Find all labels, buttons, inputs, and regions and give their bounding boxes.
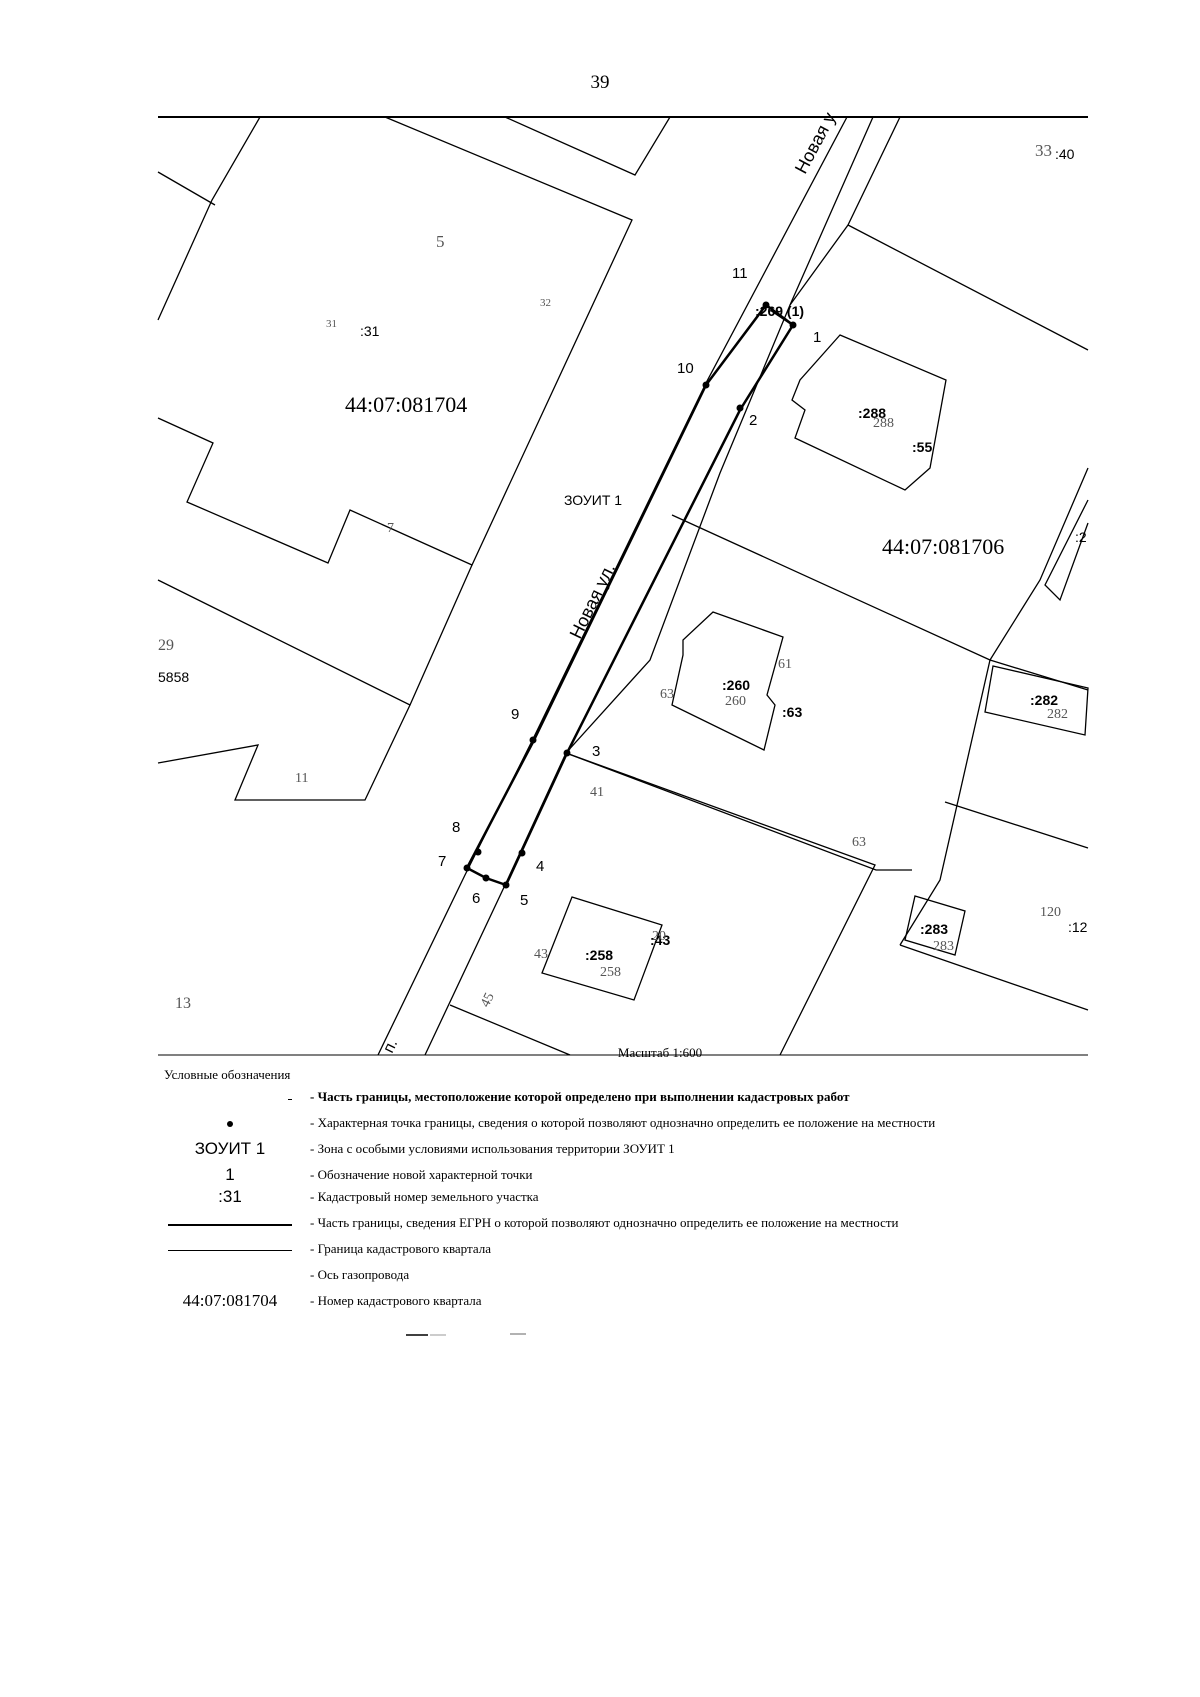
parcel-label-2: :2 xyxy=(1075,529,1087,545)
faint-label-61: 61 xyxy=(778,657,792,672)
legend-row-zone: ЗОУИТ 1 - Зона с особыми условиями испол… xyxy=(160,1137,1100,1163)
point-label-7: 7 xyxy=(438,853,446,870)
faint-labels: 5 31 32 7 11 13 288 260 63 61 41 43 258 … xyxy=(158,141,1068,1012)
point-dot-icon xyxy=(227,1121,233,1127)
parcel-label-55: :55 xyxy=(912,439,932,455)
legend-text: - Кадастровый номер земельного участка xyxy=(310,1189,539,1204)
legend-row-quarter-boundary: - Граница кадастрового квартала xyxy=(160,1237,1100,1263)
street-label-top: Новая у xyxy=(791,109,840,177)
parcel-label-40: :40 xyxy=(1055,146,1075,162)
legend-row-parcel-number: :31 - Кадастровый номер земельного участ… xyxy=(160,1185,1100,1211)
parcel-label-12: :12 xyxy=(1068,919,1088,935)
faint-label-5: 5 xyxy=(436,232,445,251)
faint-label-20: 20 xyxy=(652,929,666,944)
point-label-11: 11 xyxy=(732,265,748,282)
faint-label-33: 33 xyxy=(1035,141,1052,160)
faint-label-7: 7 xyxy=(387,521,394,536)
legend-text: - Граница кадастрового квартала xyxy=(310,1241,491,1256)
faint-label-32: 32 xyxy=(540,297,551,309)
parcel-label-282: :282 xyxy=(1030,692,1058,708)
faint-label-13: 13 xyxy=(175,995,191,1012)
faint-label-45: 45 xyxy=(478,991,498,1010)
point-label-4: 4 xyxy=(536,858,544,875)
legend-symbol-point-number: 1 xyxy=(225,1165,235,1184)
legend-text: - Ось газопровода xyxy=(310,1267,410,1282)
legend-text: - Часть границы, сведения ЕГРН о которой… xyxy=(310,1215,899,1230)
legend-row-point: - Характерная точка границы, сведения о … xyxy=(160,1111,1100,1137)
legend-text: - Номер кадастрового квартала xyxy=(310,1293,482,1308)
point-label-8: 8 xyxy=(452,819,460,836)
faint-label-29: 29 xyxy=(158,637,174,654)
faint-label-31: 31 xyxy=(326,318,337,330)
point-label-3: 3 xyxy=(592,743,600,760)
legend-symbol-gas-pipeline xyxy=(160,1263,300,1289)
parcel-label-260: :260 xyxy=(722,677,750,693)
legend: - Часть границы, местоположение которой … xyxy=(160,1085,1100,1315)
legend-symbol-new-boundary xyxy=(160,1085,300,1111)
legend-text: - Характерная точка границы, сведения о … xyxy=(310,1115,936,1130)
quarter-label-081704: 44:07:081704 xyxy=(345,392,467,417)
parcel-label-31: :31 xyxy=(360,323,380,339)
faint-label-260: 260 xyxy=(725,694,746,709)
new-boundary xyxy=(465,303,795,887)
faint-label-11: 11 xyxy=(295,771,308,786)
legend-text: - Зона с особыми условиями использования… xyxy=(310,1141,675,1156)
legend-row-quarter-number: 44:07:081704 - Номер кадастрового кварта… xyxy=(160,1289,1100,1315)
legend-text: - Обозначение новой характерной точки xyxy=(310,1167,533,1182)
legend-row-new-point: 1 - Обозначение новой характерной точки xyxy=(160,1163,1100,1185)
parcel-label-288: :288 xyxy=(858,405,886,421)
legend-title: Условные обозначения xyxy=(164,1067,291,1082)
faint-label-41: 41 xyxy=(590,785,604,800)
street-label-bottom: п. xyxy=(380,1037,401,1056)
legend-symbol-point xyxy=(160,1111,300,1137)
legend-symbol-egrn-boundary xyxy=(160,1211,300,1237)
faint-label-283: 283 xyxy=(933,939,954,954)
faint-label-120: 120 xyxy=(1040,905,1061,920)
legend-symbol-quarter-number: 44:07:081704 xyxy=(182,1291,278,1310)
legend-row-gas-pipeline: - Ось газопровода xyxy=(160,1263,1100,1289)
faint-label-63b: 63 xyxy=(852,835,866,850)
parcel-label-63: :63 xyxy=(782,704,802,720)
scale-label: Масштаб 1:600 xyxy=(617,1045,703,1060)
parcel-label-5858: 5858 xyxy=(158,669,189,685)
legend-row-egrn-boundary: - Часть границы, сведения ЕГРН о которой… xyxy=(160,1211,1100,1237)
legend-text: - Часть границы, местоположение которой … xyxy=(310,1089,850,1104)
parcel-label-43: :43 xyxy=(650,932,670,948)
point-label-10: 10 xyxy=(677,360,694,377)
bottom-marks xyxy=(406,1333,526,1336)
point-label-1: 1 xyxy=(813,329,821,346)
parcel-labels: :31 :269 (1) :288 :55 :260 :63 :258 :43 … xyxy=(158,146,1088,963)
legend-symbol-quarter-boundary xyxy=(160,1237,300,1263)
parcel-label-258: :258 xyxy=(585,947,613,963)
point-label-9: 9 xyxy=(511,706,519,723)
quarter-label-081706: 44:07:081706 xyxy=(882,534,1004,559)
point-label-6: 6 xyxy=(472,890,480,907)
page-number: 39 xyxy=(590,72,610,93)
faint-label-282: 282 xyxy=(1047,707,1068,722)
legend-symbol-zone: ЗОУИТ 1 xyxy=(194,1139,266,1158)
point-labels: 1 2 3 4 5 6 7 8 9 10 11 xyxy=(438,265,821,909)
faint-label-43: 43 xyxy=(534,947,548,962)
legend-row-new-boundary: - Часть границы, местоположение которой … xyxy=(160,1085,1100,1111)
faint-label-288: 288 xyxy=(873,416,894,431)
parcel-label-283: :283 xyxy=(920,921,948,937)
faint-label-63: 63 xyxy=(660,687,674,702)
street-label-main: Новая ул. xyxy=(566,560,620,642)
legend-symbol-parcel-number: :31 xyxy=(218,1187,242,1206)
zone-label: ЗОУИТ 1 xyxy=(564,492,622,508)
faint-label-258: 258 xyxy=(600,965,621,980)
characteristic-points xyxy=(463,301,797,889)
point-label-2: 2 xyxy=(749,412,757,429)
parcel-label-269: :269 (1) xyxy=(755,303,804,319)
parcel-boundaries xyxy=(157,116,1089,1056)
point-label-5: 5 xyxy=(520,892,528,909)
